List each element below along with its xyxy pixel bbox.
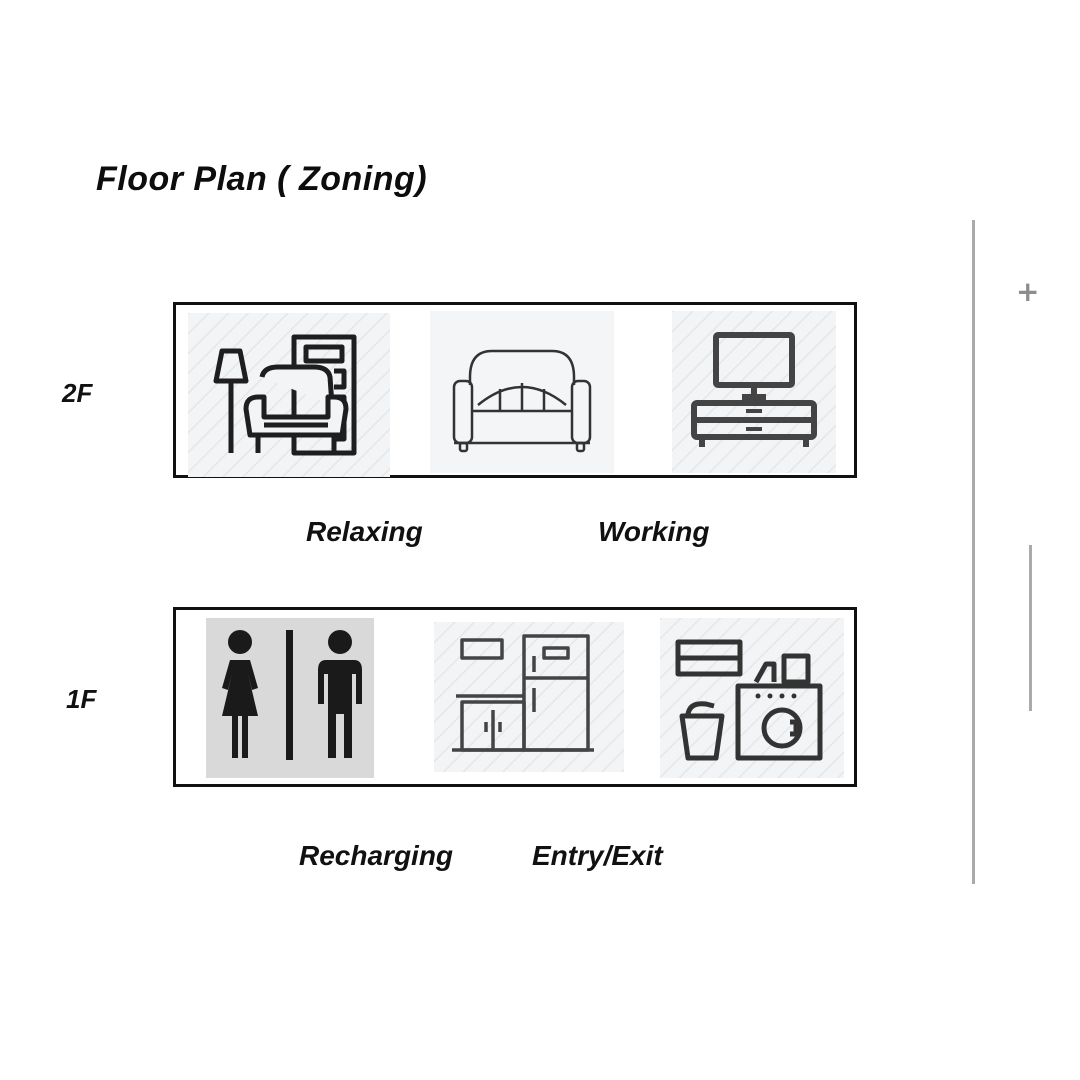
floor-1f-box [173, 607, 857, 787]
vertical-divider [972, 220, 975, 884]
floor-label-1f: 1F [66, 684, 97, 714]
tv-stand-icon [672, 311, 836, 473]
zone-label-relaxing: Relaxing [306, 516, 423, 547]
page-title: Floor Plan ( Zoning) [96, 160, 428, 198]
zone-label-working: Working [598, 516, 710, 547]
kitchen-fridge-icon [434, 622, 624, 772]
plus-icon[interactable]: + [1016, 275, 1040, 308]
restroom-icon [206, 618, 374, 778]
zone-label-entry-exit: Entry/Exit [532, 840, 663, 871]
floor-2f-box [173, 302, 857, 478]
zone-label-recharging: Recharging [299, 840, 454, 871]
laundry-washer-icon [660, 618, 844, 778]
floor-label-2f: 2F [62, 378, 93, 408]
sofa-icon [430, 311, 614, 473]
scrollbar-track[interactable] [1029, 545, 1032, 711]
armchair-lamp-bookshelf-icon [188, 313, 390, 477]
